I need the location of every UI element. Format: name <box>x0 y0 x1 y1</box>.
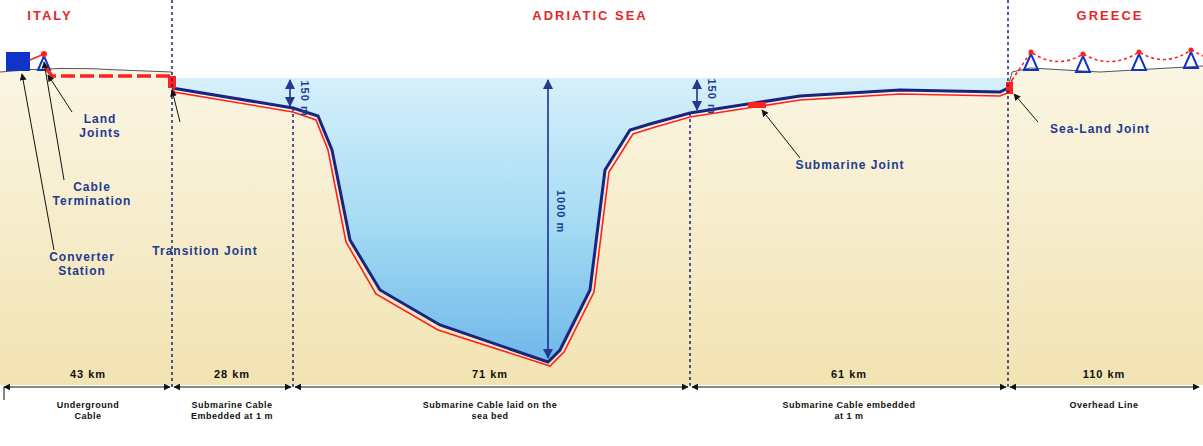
section-description: Submarine Cable Embedded at 1 m <box>176 400 288 422</box>
section-description: Submarine Cable laid on the sea bed <box>420 400 560 422</box>
callout-label: Cable Termination <box>47 180 137 209</box>
length-dimension: 61 km <box>831 368 867 381</box>
callout-label: Sea-Land Joint <box>1040 122 1160 136</box>
submarine-cable <box>174 80 1012 366</box>
depth-dimension: 150 m <box>297 80 310 116</box>
leader-lines <box>22 62 1038 250</box>
depth-dimension: 1000 m <box>554 190 567 233</box>
depth-dimension: 150 m <box>704 78 717 114</box>
callout-label: Land Joints <box>65 112 135 141</box>
converter-station <box>6 52 30 71</box>
ground-italy <box>0 68 172 385</box>
depth-arrows <box>290 80 697 358</box>
length-dimension: 43 km <box>70 368 106 381</box>
sea-name: ADRIATIC SEA <box>532 8 647 24</box>
sea-land-joint <box>1006 82 1013 94</box>
seabed-line <box>172 88 1008 362</box>
length-dimension: 71 km <box>472 368 508 381</box>
length-dimension: 28 km <box>214 368 250 381</box>
country-name: ITALY <box>27 8 72 24</box>
section-description: Submarine Cable embedded at 1 m <box>779 400 919 422</box>
section-description: Overhead Line <box>1059 400 1149 411</box>
length-dimension: 110 km <box>1083 368 1126 381</box>
submarine-joint <box>748 102 766 108</box>
dimension-lines <box>4 387 1199 400</box>
callout-label: Converter Station <box>42 250 122 279</box>
callout-label: Transition Joint <box>145 244 265 258</box>
underground-cable <box>46 68 172 76</box>
overhead-line <box>1012 50 1203 80</box>
section-dividers <box>172 0 1008 400</box>
overhead-towers <box>1024 52 1198 72</box>
section-description: Underground Cable <box>43 400 133 422</box>
country-name: GREECE <box>1077 8 1144 24</box>
adriatic-sea <box>172 78 1008 362</box>
callout-label: Submarine Joint <box>785 158 915 172</box>
seabed-ground <box>172 66 1203 385</box>
